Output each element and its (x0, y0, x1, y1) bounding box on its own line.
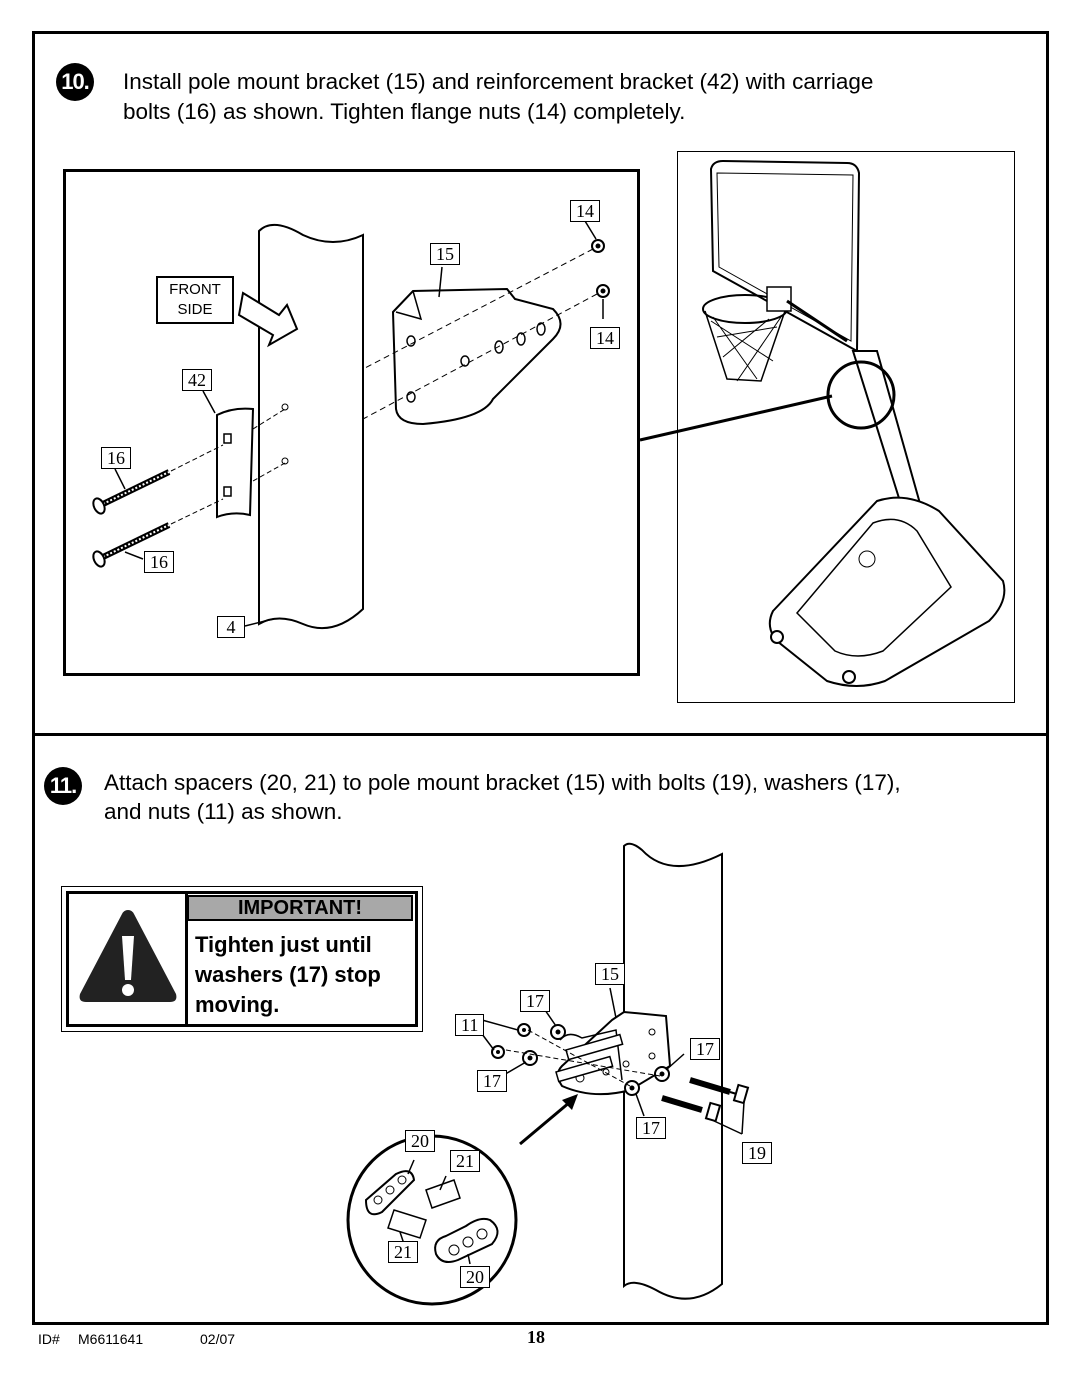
step-10-detail-diagram (63, 169, 640, 676)
callout-42: 42 (182, 369, 212, 391)
callout-16-top: 16 (101, 447, 131, 469)
step-10-instruction-line1: Install pole mount bracket (15) and rein… (123, 69, 874, 94)
front-side-arrow (237, 291, 299, 348)
callout-17-right: 17 (690, 1038, 720, 1060)
important-header: IMPORTANT! (187, 895, 413, 921)
callout-17-bottom: 17 (636, 1117, 666, 1139)
important-message: Tighten just until washers (17) stop mov… (195, 930, 417, 1020)
page-frame (32, 31, 1049, 1325)
carriage-bolt-16-top (92, 444, 224, 515)
step-10-badge: 10. (56, 63, 94, 101)
detail-connector-line (639, 394, 833, 442)
washer-17-upper-left (550, 1024, 566, 1040)
reinforcement-bracket-42 (216, 407, 255, 519)
footer-date: 02/07 (200, 1331, 236, 1347)
detail-highlight-circle (826, 360, 896, 430)
step-11-instruction-line2: and nuts (11) as shown. (104, 799, 343, 824)
pole-bracket-illustration (92, 220, 610, 630)
page-number: 18 (527, 1327, 545, 1347)
flange-nut-14-top (591, 239, 605, 253)
callout-11: 11 (455, 1014, 485, 1036)
section-divider (32, 733, 1049, 736)
front-side-label-line1: FRONT (169, 281, 221, 298)
callout-19: 19 (742, 1142, 772, 1164)
step-11-badge: 11. (44, 767, 82, 805)
step-10-overview-frame (677, 151, 1015, 703)
callout-15: 15 (430, 243, 460, 265)
callout-20-bottom: 20 (460, 1266, 490, 1288)
spacer-assembly-illustration (346, 842, 750, 1306)
callout-14-top: 14 (570, 200, 600, 222)
pole (623, 842, 723, 1300)
callout-20-top: 20 (405, 1130, 435, 1152)
callout-16-bottom: 16 (144, 551, 174, 573)
washer-17-right-lower (624, 1080, 640, 1096)
washer-17-right-upper (654, 1066, 670, 1082)
important-line2: washers (17) stop (195, 962, 381, 987)
callout-17-lower-left: 17 (477, 1070, 507, 1092)
callout-4: 4 (217, 616, 245, 638)
important-box-outer (61, 886, 423, 1032)
callout-21-top: 21 (450, 1150, 480, 1172)
callout-21-bottom: 21 (388, 1241, 418, 1263)
callout-14-bottom: 14 (590, 327, 620, 349)
carriage-bolt-16-bottom (92, 498, 224, 568)
callout-15-step11: 15 (595, 963, 625, 985)
step-10-instruction-line2: bolts (16) as shown. Tighten flange nuts… (123, 99, 686, 124)
footer-id-value: M6611641 (78, 1331, 144, 1347)
flange-nut-14-bottom (596, 284, 610, 298)
nut-11-lower (491, 1045, 505, 1059)
pole-4 (258, 224, 364, 630)
important-box (66, 891, 418, 1027)
bolt-19-upper (689, 1077, 750, 1105)
warning-triangle-icon (79, 910, 177, 1002)
important-line1: Tighten just until (195, 932, 372, 957)
front-side-label: FRONT SIDE (156, 276, 234, 324)
important-box-separator (185, 894, 188, 1025)
important-line3: moving. (195, 992, 280, 1017)
bolt-19-lower (661, 1095, 722, 1123)
front-side-label-line2: SIDE (177, 301, 213, 318)
callout-17-top: 17 (520, 990, 550, 1012)
step-11-instruction-line1: Attach spacers (20, 21) to pole mount br… (104, 770, 901, 795)
footer-id-label: ID# (38, 1331, 60, 1347)
pole-mount-bracket-15 (391, 287, 562, 426)
basketball-system-overview (702, 159, 1006, 687)
